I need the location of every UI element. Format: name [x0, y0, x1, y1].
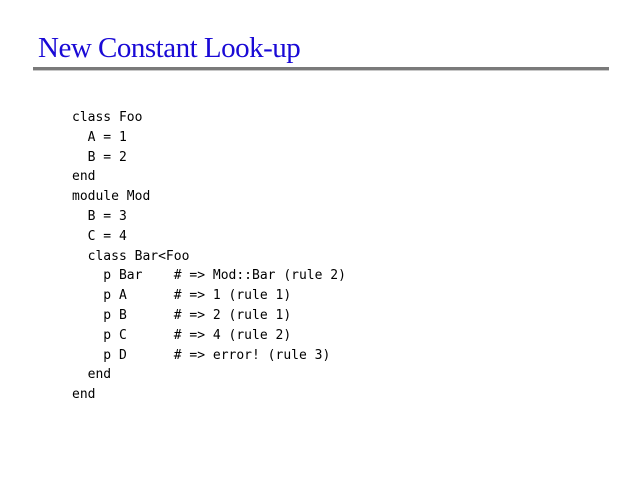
code-line: class Bar<Foo: [72, 248, 190, 264]
code-line: A = 1: [72, 129, 127, 145]
code-line: p D # => error! (rule 3): [72, 347, 331, 363]
code-line: p C # => 4 (rule 2): [72, 327, 292, 343]
code-line: B = 2: [72, 149, 127, 165]
code-line: C = 4: [72, 228, 127, 244]
code-line: p B # => 2 (rule 1): [72, 307, 292, 323]
code-line: class Foo: [72, 110, 143, 125]
code-line: module Mod: [72, 189, 151, 205]
code-line: p Bar # => Mod::Bar (rule 2): [72, 268, 346, 284]
code-line: p A # => 1 (rule 1): [72, 288, 292, 304]
code-line: end: [72, 387, 96, 403]
code-line: end: [72, 169, 96, 185]
title-divider: [33, 67, 609, 71]
code-line: B = 3: [72, 208, 127, 224]
code-block: class Foo A = 1 B = 2 end module Mod B =…: [72, 108, 346, 405]
code-line: end: [72, 367, 112, 383]
slide-title: New Constant Look-up: [38, 32, 301, 64]
